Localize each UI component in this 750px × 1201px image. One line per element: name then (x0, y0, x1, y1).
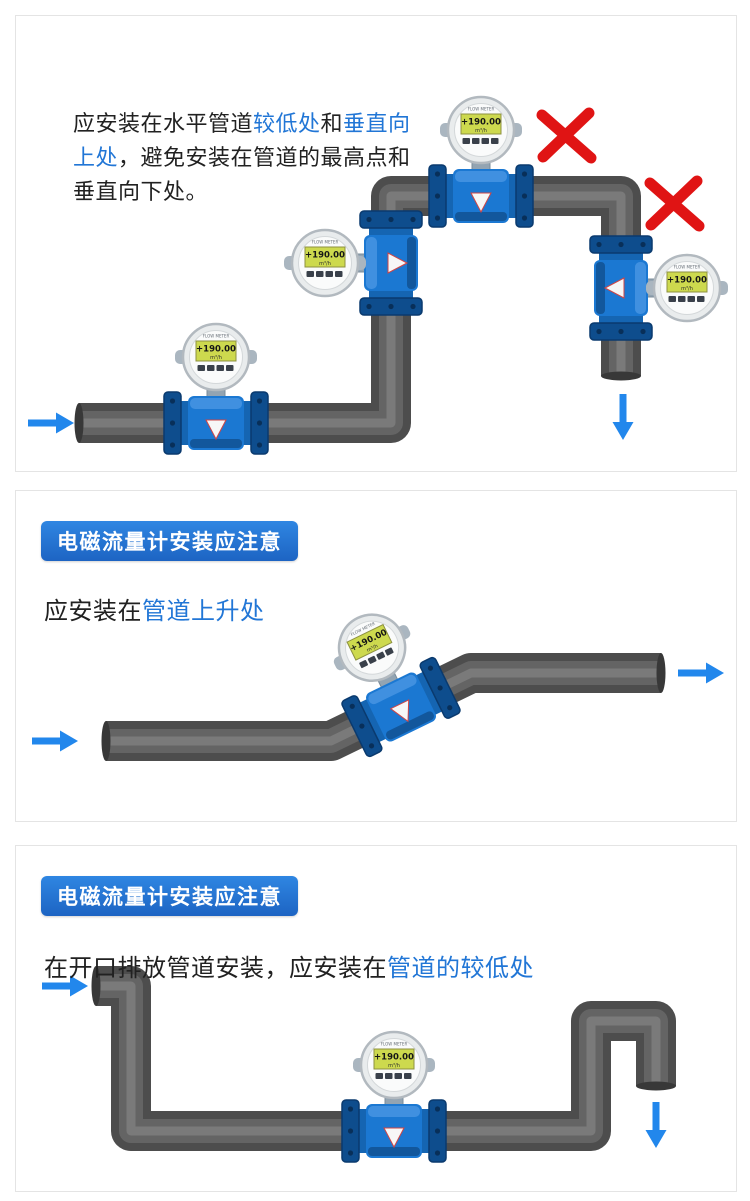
text-segment: ，避免安装在管道的最高点和垂直向下处。 (73, 146, 411, 205)
instruction-text-3: 在开口排放管道安装，应安装在管道的较低处 (44, 948, 534, 983)
flowmeter-display-head (644, 253, 730, 323)
diagram-rising-pipe (32, 598, 724, 761)
pipe-open-end (101, 721, 111, 761)
flowmeter-display-head (438, 95, 524, 165)
pipe-run (96, 966, 676, 1151)
pipe-open-end (74, 403, 84, 443)
pipe-open-end (91, 966, 101, 1006)
flowmeter-highest-point-wrong (428, 95, 534, 228)
flowmeter-display-head (173, 322, 259, 392)
text-segment-highlight: 较低处 (253, 112, 321, 137)
panel-open-discharge: 电磁流量计安装应注意 在开口排放管道安装，应安装在管道的较低处 (15, 845, 737, 1192)
flowmeter-vertical-up-correct (282, 210, 423, 316)
panel-horizontal-install: 应安装在水平管道较低处和垂直向上处，避免安装在管道的最高点和垂直向下处。 (15, 15, 737, 472)
outlet-flow-arrow-down (612, 394, 634, 440)
inlet-flow-arrow (28, 412, 74, 434)
text-segment: 和 (320, 112, 344, 137)
text-segment-highlight: 管道的较低处 (387, 954, 534, 982)
outlet-flow-arrow-down (645, 1102, 667, 1148)
pipe-open-end (601, 371, 641, 381)
flowmeter-horizontal-low-correct (163, 322, 269, 455)
instruction-text-2: 应安装在管道上升处 (44, 591, 265, 626)
text-segment: 应安装在水平管道 (73, 112, 254, 137)
flowmeter-display-head (282, 228, 368, 298)
error-x-highest-point (542, 113, 591, 158)
flowmeter-vertical-down-wrong (589, 235, 730, 341)
outlet-flow-arrow (678, 662, 724, 684)
panel-rising-pipe: 电磁流量计安装应注意 应安装在管道上升处 (15, 490, 737, 822)
diagram-open-discharge (42, 966, 676, 1163)
diagram-horizontal-install (28, 95, 730, 455)
pipe-open-end (656, 653, 666, 693)
pipe-run (79, 176, 641, 443)
pipe-open-end (636, 1081, 676, 1091)
text-segment-highlight: 管道上升处 (142, 597, 265, 625)
text-segment-highlight: 垂直向上处 (73, 112, 411, 171)
text-segment: 应安装在 (44, 597, 142, 625)
text-segment: 在开口排放管道安装，应安装在 (44, 954, 387, 982)
flowmeter-low-point-correct (341, 1030, 447, 1163)
instruction-text-1: 应安装在水平管道较低处和垂直向上处，避免安装在管道的最高点和垂直向下处。 (73, 108, 425, 210)
notice-badge: 电磁流量计安装应注意 (41, 521, 298, 561)
notice-badge: 电磁流量计安装应注意 (41, 876, 298, 916)
inlet-flow-arrow (32, 730, 78, 752)
flowmeter-display-head (351, 1030, 437, 1100)
error-x-vertical-down (650, 181, 699, 226)
